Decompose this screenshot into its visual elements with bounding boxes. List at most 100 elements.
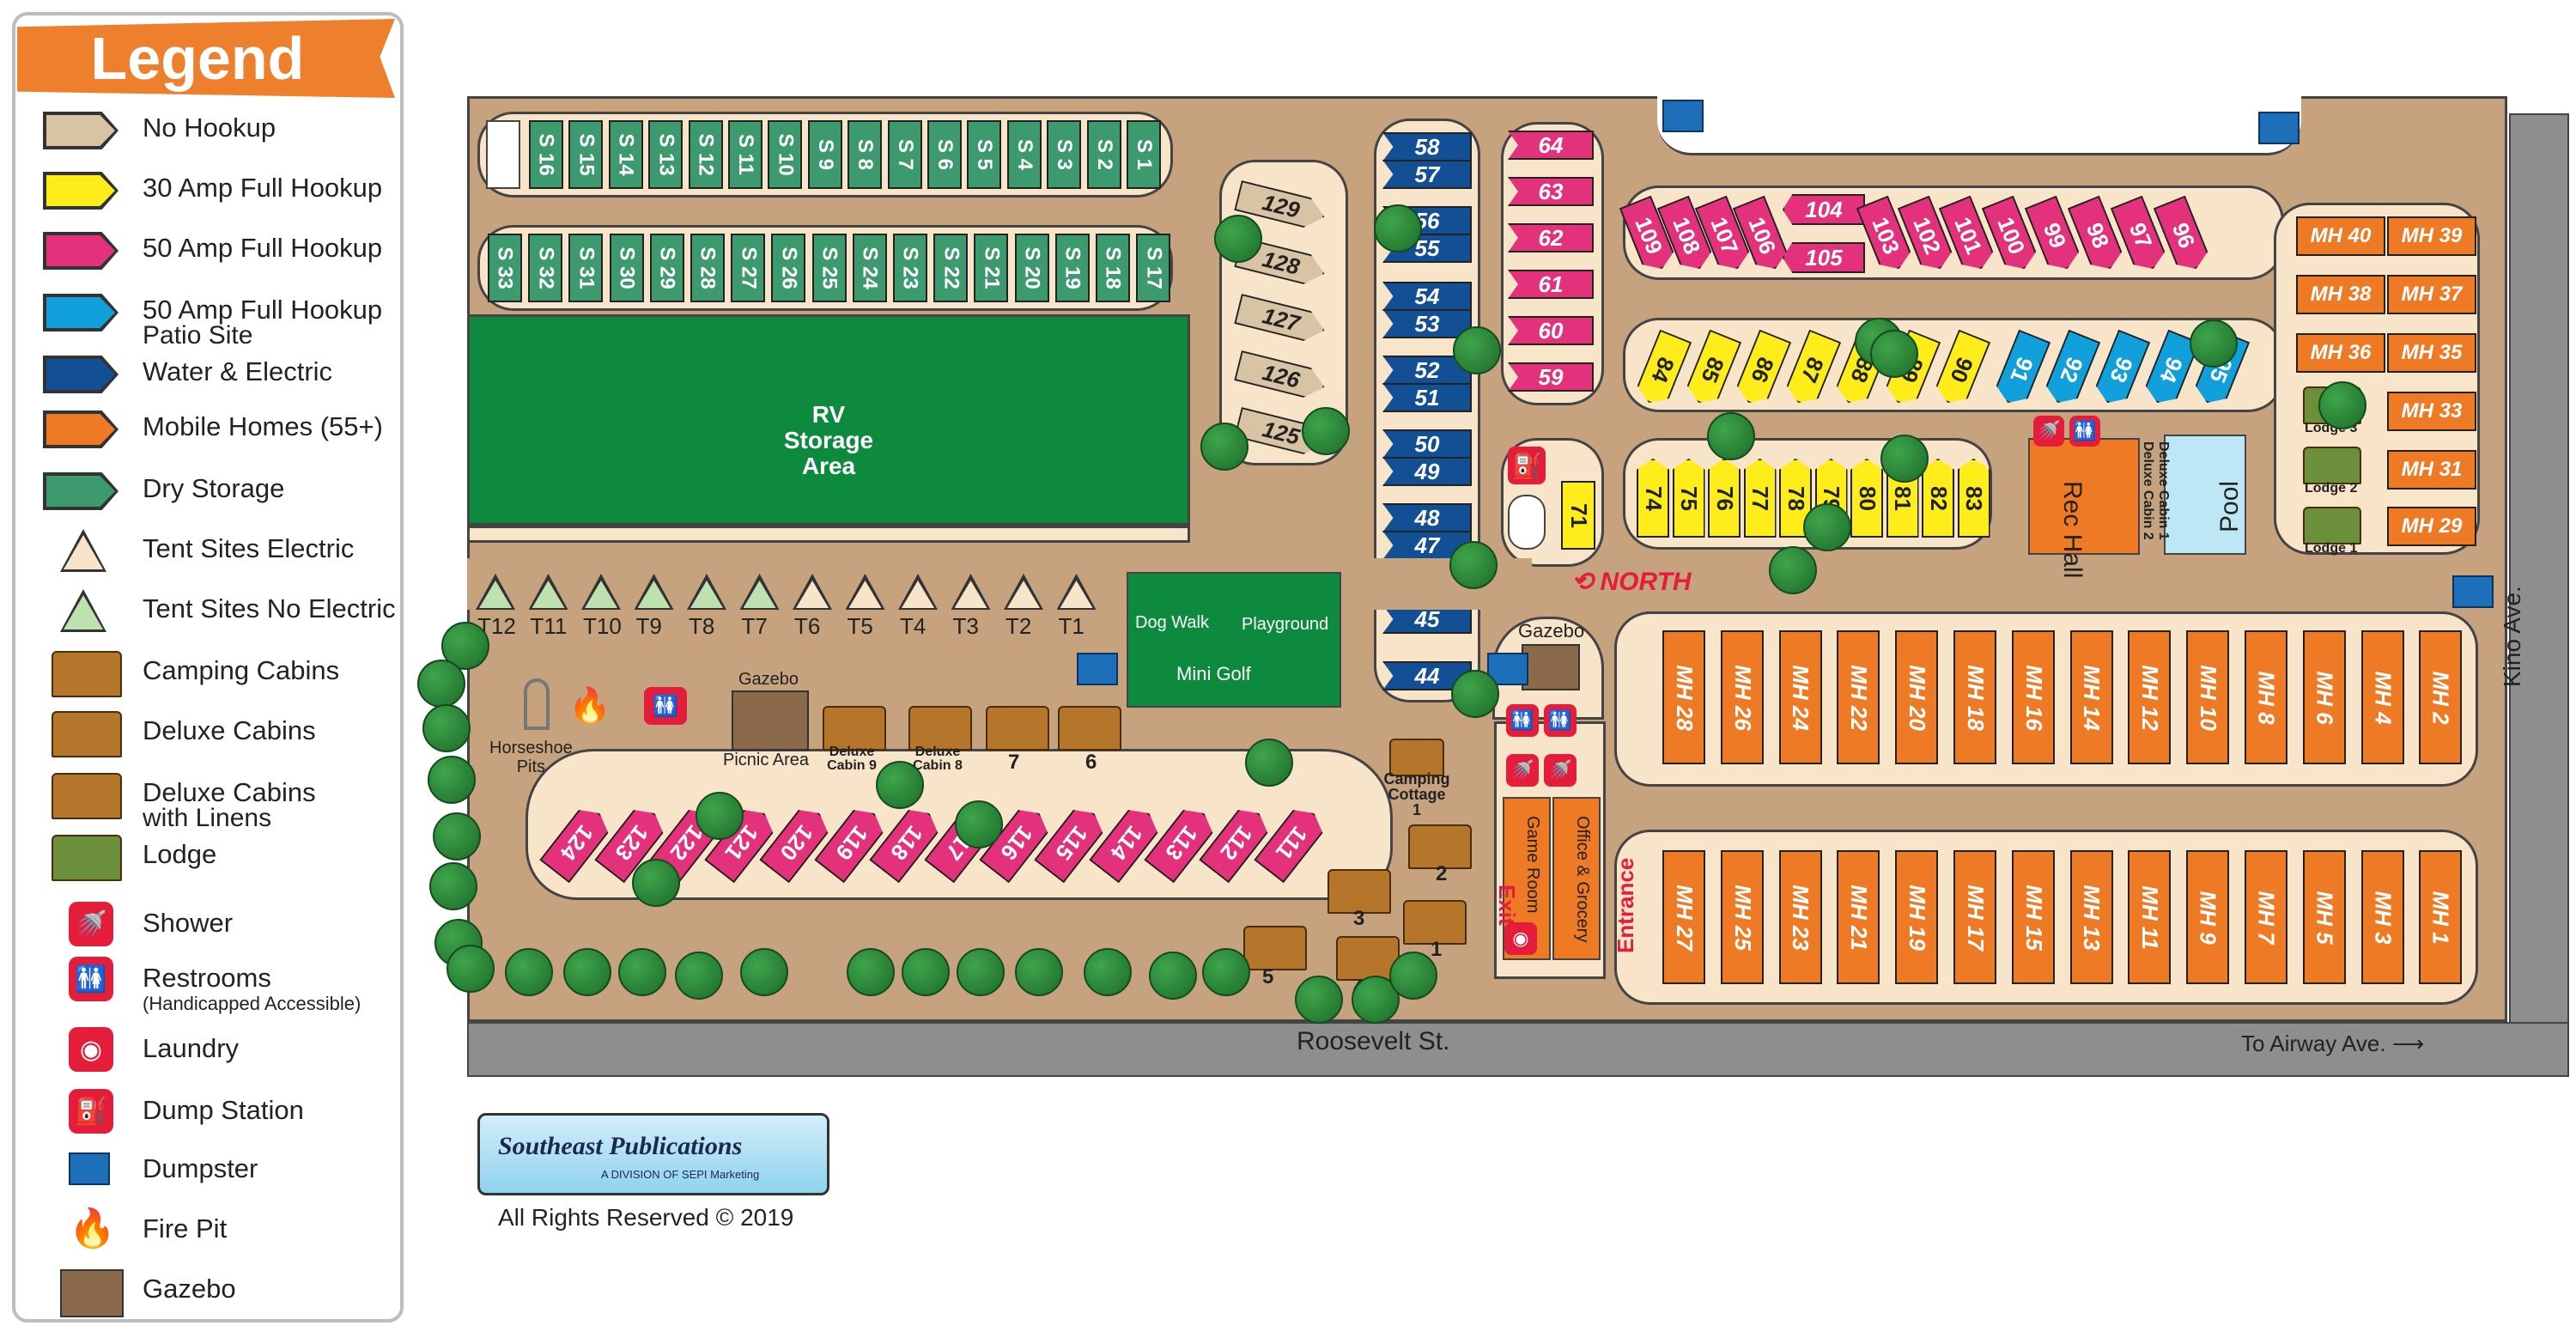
dry-storage-site[interactable]: S 12	[688, 120, 723, 189]
water-electric-site[interactable]: 54	[1382, 282, 1472, 311]
deluxe-cabin-8-icon[interactable]	[908, 706, 972, 751]
camping-cabin-7-icon[interactable]	[986, 706, 1049, 751]
mobile-home-site[interactable]: MH 7	[2245, 850, 2287, 984]
dry-storage-site[interactable]: S 33	[488, 234, 522, 302]
amp30-site[interactable]: 77	[1743, 459, 1777, 538]
dry-storage-site[interactable]: S 29	[649, 234, 684, 302]
mobile-home-site[interactable]: MH 28	[1662, 630, 1705, 764]
mobile-home-site[interactable]: MH 16	[2011, 630, 2055, 764]
mobile-home-site[interactable]: MH 6	[2302, 630, 2346, 764]
mobile-home-site[interactable]: MH 15	[2011, 850, 2055, 984]
dry-storage-site[interactable]: S 13	[648, 120, 683, 189]
mobile-home-site[interactable]: MH 18	[1953, 630, 1996, 764]
mobile-home-site[interactable]: MH 19	[1895, 850, 1939, 984]
mobile-home-site[interactable]: MH 29	[2387, 507, 2476, 546]
mobile-home-site[interactable]: MH 17	[1953, 850, 1996, 984]
mobile-home-site[interactable]: MH 37	[2387, 275, 2476, 314]
dry-storage-site[interactable]: S 31	[568, 234, 604, 302]
rec-hall[interactable]	[2028, 438, 2140, 555]
mobile-home-site[interactable]: MH 11	[2128, 850, 2172, 984]
mobile-home-site[interactable]: MH 9	[2186, 850, 2230, 984]
water-electric-site[interactable]: 58	[1382, 132, 1472, 161]
amp50-site[interactable]: 105	[1783, 242, 1865, 273]
amp30-site[interactable]: 75	[1672, 459, 1705, 538]
mobile-home-site[interactable]: MH 26	[1720, 630, 1764, 764]
camping-cabin-2-icon[interactable]	[1408, 824, 1472, 869]
mobile-home-site[interactable]: MH 4	[2360, 630, 2404, 764]
mobile-home-site[interactable]: MH 1	[2419, 850, 2463, 984]
mobile-home-site[interactable]: MH 3	[2360, 850, 2404, 984]
dry-storage-site[interactable]: S 27	[731, 234, 766, 302]
dry-storage-site[interactable]: S 28	[690, 234, 725, 302]
office-grocery[interactable]	[1552, 797, 1601, 960]
camping-cabin-5-icon[interactable]	[1243, 926, 1307, 970]
amp30-site[interactable]: 83	[1957, 459, 1990, 538]
dry-storage-site[interactable]: S 32	[528, 234, 563, 302]
deluxe-cabin-9-icon[interactable]	[823, 706, 886, 751]
dry-storage-site[interactable]: S 25	[811, 234, 847, 302]
amp50-site[interactable]: 104	[1783, 194, 1865, 225]
mobile-home-site[interactable]: MH 39	[2387, 216, 2476, 256]
amp50-site[interactable]: 60	[1508, 316, 1594, 345]
water-electric-site[interactable]: 47	[1382, 531, 1472, 560]
amp30-site[interactable]: 82	[1922, 459, 1954, 538]
amp50-site[interactable]: 62	[1508, 223, 1594, 252]
water-electric-site[interactable]: 53	[1382, 309, 1472, 338]
dry-storage-site[interactable]: S 1	[1127, 120, 1161, 189]
water-electric-site[interactable]: 49	[1382, 457, 1472, 486]
mobile-home-site[interactable]: MH 27	[1662, 850, 1705, 984]
amp30-site[interactable]: 76	[1708, 459, 1741, 538]
mobile-home-site[interactable]: MH 10	[2186, 630, 2230, 764]
mobile-home-site[interactable]: MH 23	[1778, 850, 1822, 984]
dry-storage-site[interactable]: S 4	[1006, 120, 1042, 189]
dry-storage-site[interactable]: S 30	[609, 234, 644, 302]
water-electric-site[interactable]: 50	[1382, 429, 1472, 459]
dry-storage-site[interactable]: S 14	[608, 120, 643, 189]
camping-cabin-3-icon[interactable]	[1327, 869, 1391, 914]
amp50-site[interactable]: 64	[1508, 131, 1594, 160]
water-electric-site[interactable]: 51	[1382, 383, 1472, 412]
amp30-site[interactable]: 80	[1850, 459, 1883, 538]
dry-storage-site[interactable]: S 19	[1054, 234, 1090, 302]
mobile-home-site[interactable]: MH 33	[2387, 392, 2476, 431]
mobile-home-site[interactable]: MH 25	[1720, 850, 1764, 984]
dry-storage-site[interactable]: S 8	[848, 120, 883, 189]
dry-storage-site[interactable]: S 17	[1136, 234, 1171, 302]
dry-storage-site[interactable]: S 5	[967, 120, 1002, 189]
lodge-icon[interactable]	[2303, 507, 2361, 544]
mobile-home-site[interactable]: MH 22	[1837, 630, 1880, 764]
dry-storage-site[interactable]: S 22	[933, 234, 969, 302]
amp50-site[interactable]: 59	[1508, 362, 1594, 392]
amp50-site[interactable]: 63	[1508, 177, 1594, 206]
dry-storage-site[interactable]: S 3	[1047, 120, 1082, 189]
mobile-home-site[interactable]: MH 5	[2302, 850, 2346, 984]
camping-cottage-1-icon[interactable]	[1389, 739, 1444, 776]
dry-storage-site[interactable]: S 10	[768, 120, 803, 189]
dry-storage-site[interactable]: S 16	[529, 120, 563, 189]
dry-storage-site[interactable]: S 15	[568, 120, 604, 189]
mobile-home-site[interactable]: MH 31	[2387, 450, 2476, 490]
dry-storage-site[interactable]: S 2	[1086, 120, 1121, 189]
site-71[interactable]: 71	[1561, 481, 1595, 550]
mobile-home-site[interactable]: MH 40	[2296, 216, 2385, 256]
water-electric-site[interactable]: 48	[1382, 503, 1472, 532]
mobile-home-site[interactable]: MH 20	[1895, 630, 1939, 764]
mobile-home-site[interactable]: MH 14	[2069, 630, 2113, 764]
mobile-home-site[interactable]: MH 8	[2245, 630, 2287, 764]
dry-storage-site[interactable]: S 24	[852, 234, 887, 302]
dry-storage-site[interactable]: S 23	[893, 234, 927, 302]
amp30-site[interactable]: 74	[1637, 459, 1669, 538]
dry-storage-site[interactable]: S 11	[728, 120, 762, 189]
amp50-site[interactable]: 61	[1508, 270, 1594, 299]
dry-storage-site[interactable]: S 20	[1014, 234, 1049, 302]
water-electric-site[interactable]: 57	[1382, 160, 1472, 189]
dry-storage-site[interactable]: S 6	[927, 120, 962, 189]
dry-storage-site[interactable]: S 21	[974, 234, 1009, 302]
camping-cabin-6-icon[interactable]	[1058, 706, 1121, 751]
mobile-home-site[interactable]: MH 24	[1778, 630, 1822, 764]
mobile-home-site[interactable]: MH 21	[1837, 850, 1880, 984]
dry-storage-site[interactable]: S 7	[887, 120, 922, 189]
camping-cabin-1-icon[interactable]	[1403, 900, 1467, 945]
mobile-home-site[interactable]: MH 13	[2069, 850, 2113, 984]
dry-storage-site[interactable]: S 9	[807, 120, 842, 189]
